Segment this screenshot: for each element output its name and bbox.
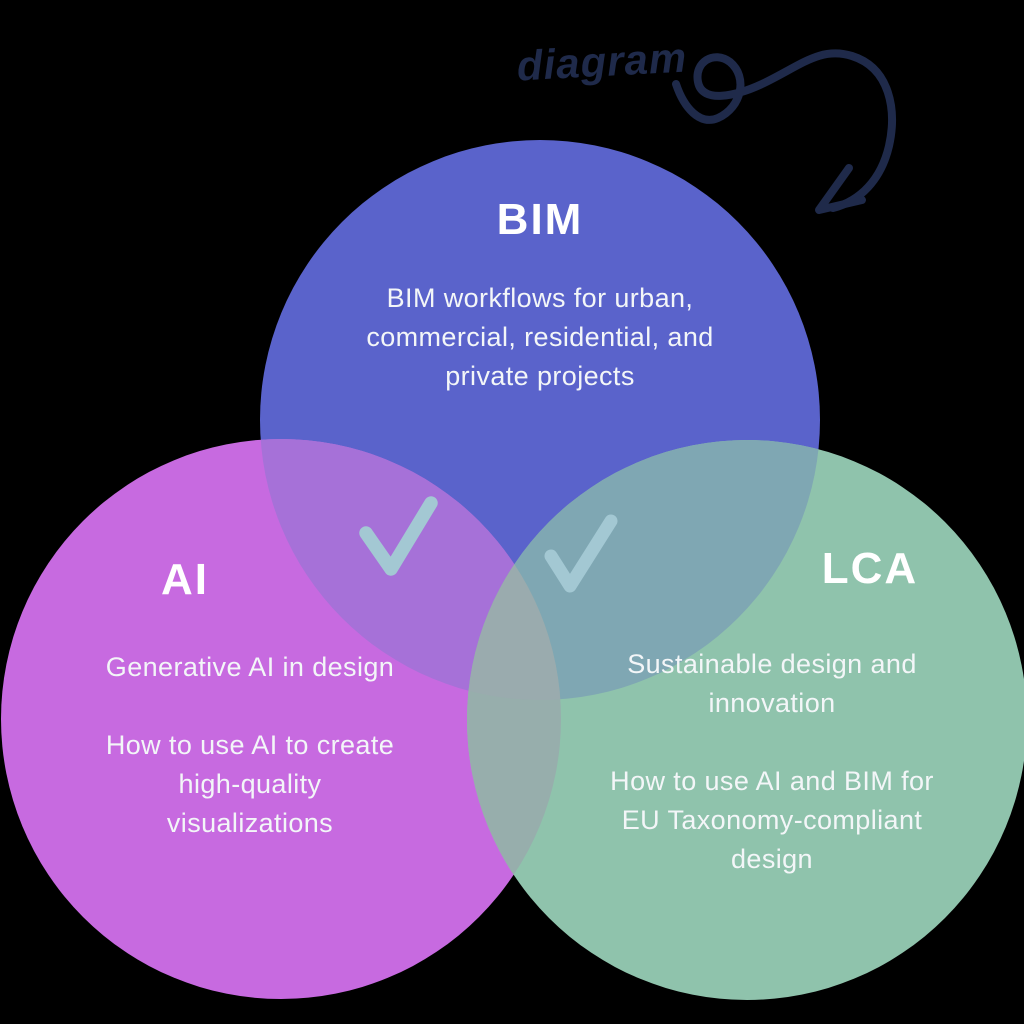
ai-circle-body: Generative AI in design How to use AI to… bbox=[105, 652, 395, 838]
checkmark-icon-1 bbox=[359, 496, 438, 576]
arrowhead-icon bbox=[815, 164, 866, 214]
bim-circle-title: BIM bbox=[496, 195, 584, 244]
ai-bim-overlap bbox=[260, 439, 561, 700]
checkmark-icon-2 bbox=[544, 514, 618, 593]
ai-circle-title: AI bbox=[161, 555, 209, 604]
lca-circle-body: Sustainable design and innovation How to… bbox=[610, 649, 934, 874]
bim-lca-overlap bbox=[467, 440, 820, 700]
lca-circle-title: LCA bbox=[821, 544, 919, 593]
bim-circle-body: BIM workflows for urban, commercial, res… bbox=[366, 283, 714, 391]
curved-arrow-icon bbox=[672, 49, 896, 212]
